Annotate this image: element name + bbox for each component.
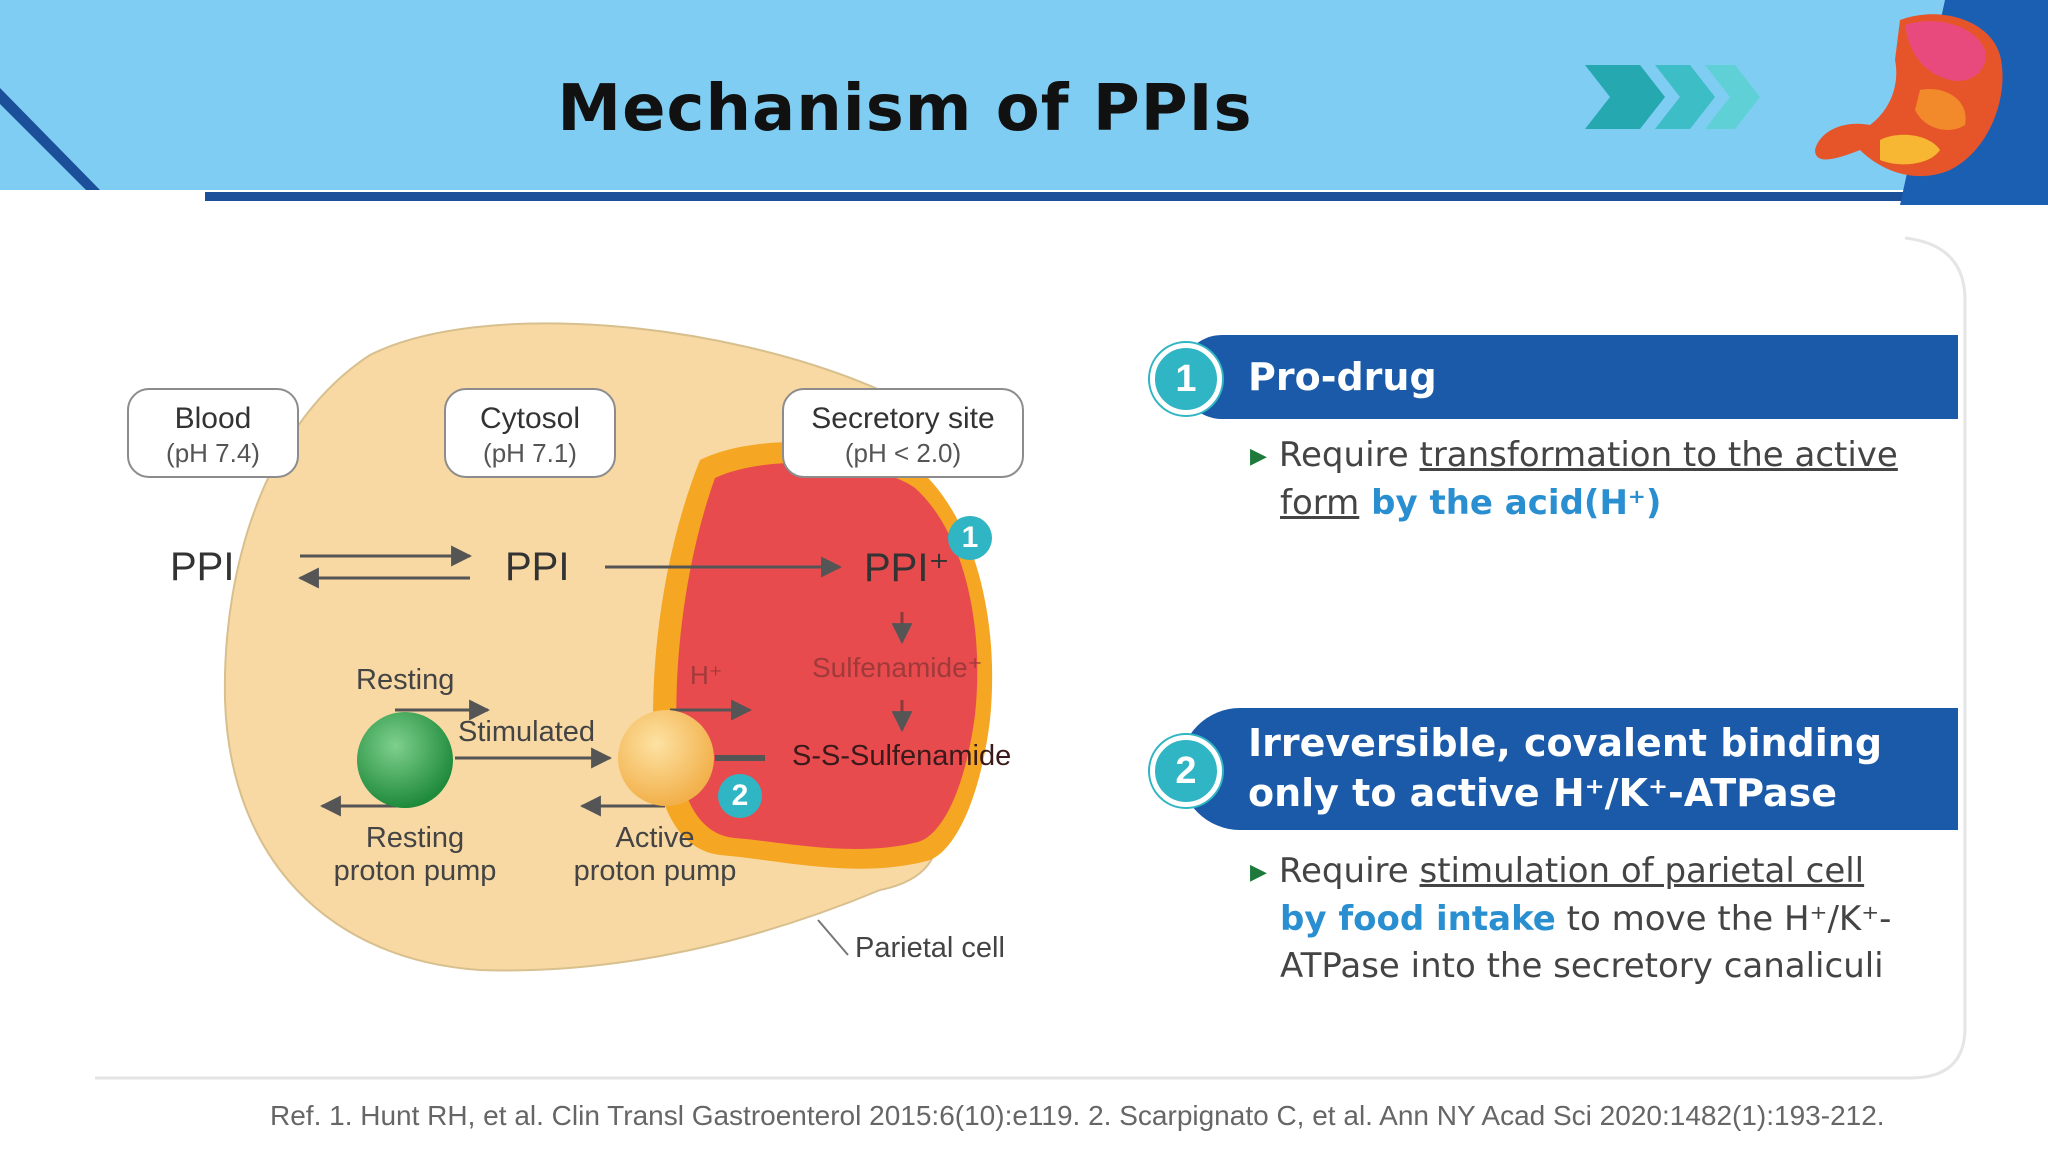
h-plus-label: H⁺ <box>690 660 723 690</box>
resting-pump-line2: proton pump <box>333 855 497 887</box>
active-pump-line2: proton pump <box>573 855 737 887</box>
card-secretory-title: Secretory site <box>811 402 995 435</box>
diagram-badge-1: 1 <box>948 516 992 560</box>
card-blood-ph: (pH 7.4) <box>166 438 260 468</box>
ppi-blood-label: PPI <box>170 545 235 589</box>
point-2-heading-line2: only to active H⁺/K⁺-ATPase <box>1248 771 1838 815</box>
resting-label: Resting <box>356 664 455 696</box>
card-secretory-ph: (pH < 2.0) <box>844 438 962 468</box>
point-2-badge: 2 <box>1150 735 1222 807</box>
active-pump-label: Active proton pump <box>565 822 745 888</box>
ss-sulfenamide-label: S-S-Sulfenamide <box>792 740 1012 772</box>
card-cytosol-title: Cytosol <box>479 402 581 435</box>
point-1-badge: 1 <box>1150 343 1222 415</box>
point-1-bullet: ▶ Require transformation to the active fo… <box>1250 432 1950 527</box>
resting-pump-label: Resting proton pump <box>325 822 505 888</box>
point-1-banner: Pro-drug <box>1180 335 1958 419</box>
point-2-heading-line1: Irreversible, covalent binding <box>1248 721 1883 765</box>
card-secretory-site: Secretory site (pH < 2.0) <box>782 388 1024 478</box>
parietal-cell-label: Parietal cell <box>855 932 1005 964</box>
card-blood-title: Blood <box>174 402 252 435</box>
sulfenamide-label: Sulfenamide⁺ <box>812 652 983 683</box>
point-1-text-d: by the acid(H⁺) <box>1359 483 1662 523</box>
reference-text: Ref. 1. Hunt RH, et al. Clin Transl Gast… <box>270 1100 1885 1131</box>
point-2-text-c: by food intake <box>1280 899 1556 939</box>
page-title: Mechanism of PPIs <box>557 72 1253 146</box>
diagram-badge-2: 2 <box>718 774 762 818</box>
bullet-arrow-icon: ▶ <box>1250 444 1267 469</box>
ppi-plus-label: PPI⁺ <box>864 546 950 590</box>
resting-proton-pump <box>357 712 453 808</box>
point-2-text-d: to move the H⁺/K⁺- <box>1555 899 1892 939</box>
header-banner <box>0 0 2048 205</box>
card-cytosol-ph: (pH 7.1) <box>483 438 577 468</box>
point-2-text-e: ATPase into the secretory canaliculi <box>1280 946 1884 986</box>
point-1-heading: Pro-drug <box>1248 355 1437 399</box>
point-2-banner: Irreversible, covalent binding only to a… <box>1180 708 1958 830</box>
stimulated-label: Stimulated <box>458 716 596 748</box>
active-pump-line1: Active <box>615 822 695 854</box>
point-1-text-b: transformation to the active <box>1419 435 1898 475</box>
bullet-arrow-icon: ▶ <box>1250 860 1267 885</box>
point-1-text-a: Require <box>1278 435 1420 475</box>
point-2-bullet: ▶ Require stimulation of parietal cell by… <box>1250 848 1950 990</box>
resting-pump-line1: Resting <box>365 822 465 854</box>
chevrons-icon <box>1585 65 1760 129</box>
secretory-lumen <box>676 462 978 849</box>
point-2-text-a: Require <box>1278 851 1420 891</box>
stomach-icon <box>1815 14 2003 177</box>
point-2-text-b: stimulation of parietal cell <box>1419 851 1865 891</box>
ppi-cytosol-label: PPI <box>505 545 570 589</box>
card-blood: Blood (pH 7.4) <box>127 388 299 478</box>
active-proton-pump <box>618 710 714 806</box>
point-1-text-c: form <box>1280 483 1360 523</box>
card-cytosol: Cytosol (pH 7.1) <box>444 388 616 478</box>
